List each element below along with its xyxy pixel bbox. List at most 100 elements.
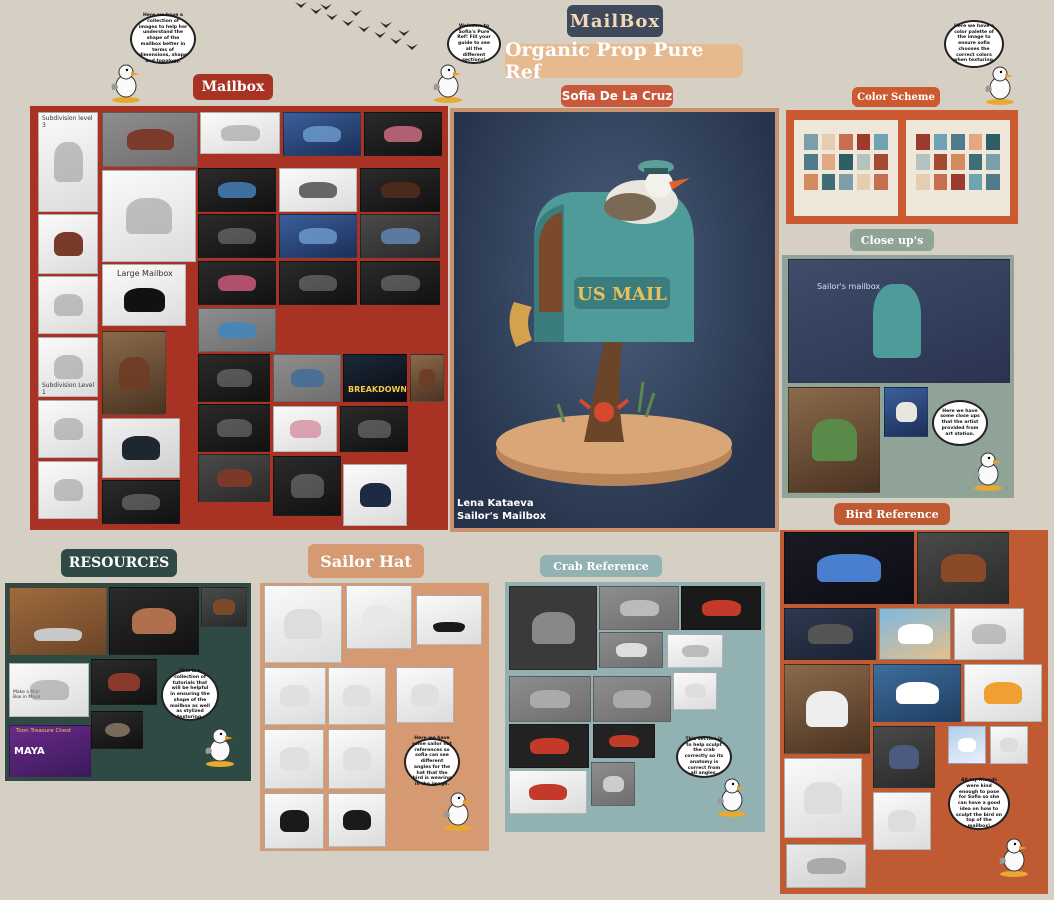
bird-reference-panel — [780, 530, 1048, 894]
thumb-caption: Toon Treasure Chest — [16, 728, 72, 734]
ref-image[interactable] — [9, 587, 107, 655]
ref-image[interactable] — [198, 454, 270, 502]
ref-image[interactable] — [873, 664, 961, 722]
ref-image[interactable] — [198, 168, 276, 212]
ref-image[interactable] — [328, 667, 386, 725]
thumb-caption: Subdivision Level 1 — [42, 382, 95, 396]
section-label-bird-reference: Bird Reference — [834, 503, 950, 525]
crab-reference-panel — [505, 582, 765, 832]
ref-image[interactable] — [599, 586, 679, 630]
ref-image[interactable] — [340, 406, 408, 452]
ref-image[interactable] — [873, 726, 935, 788]
ref-image[interactable] — [346, 585, 412, 649]
ref-image[interactable] — [328, 793, 386, 847]
ref-image[interactable] — [396, 667, 454, 723]
ref-image[interactable] — [91, 711, 143, 749]
ref-image[interactable] — [884, 387, 928, 437]
ref-image[interactable] — [264, 585, 342, 663]
ref-image[interactable] — [673, 672, 717, 710]
ref-image[interactable] — [264, 667, 326, 725]
color-swatch — [804, 174, 818, 190]
ref-image[interactable] — [273, 354, 341, 402]
ref-image[interactable] — [200, 112, 280, 154]
ref-image[interactable] — [273, 456, 341, 516]
ref-image[interactable] — [948, 726, 986, 764]
hero-image[interactable]: US MAIL — [454, 112, 775, 528]
palette-card-left[interactable] — [794, 120, 898, 216]
ref-image[interactable] — [198, 214, 276, 258]
ref-image[interactable] — [509, 586, 597, 670]
ref-image[interactable] — [599, 632, 663, 668]
ref-image[interactable] — [198, 261, 276, 305]
color-swatch — [933, 174, 948, 190]
ref-image[interactable] — [328, 729, 386, 789]
sailor-hat-panel — [260, 583, 489, 851]
ref-image[interactable] — [102, 170, 196, 262]
ref-image[interactable] — [784, 608, 876, 660]
speech-bubble-welcome: Welcome to Sofia's Pure Ref! Fill your g… — [447, 24, 501, 64]
ref-image[interactable] — [879, 608, 951, 660]
ref-image[interactable] — [681, 586, 761, 630]
ref-image[interactable] — [786, 844, 866, 888]
ref-image[interactable] — [201, 587, 247, 627]
ref-image[interactable] — [509, 676, 591, 722]
ref-image[interactable] — [360, 168, 440, 212]
ref-image[interactable] — [784, 758, 862, 838]
ref-image[interactable] — [38, 214, 98, 274]
ref-image[interactable] — [509, 770, 587, 814]
ref-image[interactable] — [360, 214, 440, 258]
ref-image[interactable]: Subdivision level 3 — [38, 112, 98, 212]
ref-image[interactable]: Subdivision Level 1 — [38, 337, 98, 397]
ref-image[interactable] — [109, 587, 199, 655]
hero-caption: Lena Kataeva Sailor's Mailbox — [457, 497, 546, 523]
ref-image[interactable] — [264, 793, 324, 849]
ref-image[interactable] — [954, 608, 1024, 660]
ref-image[interactable] — [273, 406, 337, 452]
ref-image[interactable] — [364, 112, 442, 156]
ref-image[interactable] — [198, 404, 270, 452]
ref-image[interactable] — [279, 261, 357, 305]
color-swatch — [933, 154, 948, 170]
ref-image[interactable] — [343, 464, 407, 526]
ref-image[interactable] — [593, 724, 655, 758]
ref-image[interactable] — [509, 724, 589, 768]
ref-image[interactable]: Make a Mail Box in Maya — [9, 663, 89, 717]
ref-image[interactable] — [873, 792, 931, 850]
ref-image[interactable] — [283, 112, 361, 156]
ref-image[interactable] — [279, 168, 357, 212]
ref-image[interactable] — [198, 308, 276, 352]
ref-image[interactable] — [102, 331, 166, 415]
ref-image[interactable] — [279, 214, 357, 258]
ref-image[interactable] — [102, 112, 198, 167]
ref-image[interactable] — [102, 418, 180, 478]
ref-image[interactable] — [360, 261, 440, 305]
ref-image[interactable] — [917, 532, 1009, 604]
flock-of-birds — [295, 2, 418, 50]
speech-bubble-closeups: Here we have some close ups that the art… — [932, 400, 988, 446]
ref-image[interactable] — [416, 595, 482, 645]
ref-image[interactable] — [91, 659, 157, 705]
ref-image[interactable] — [591, 762, 635, 806]
ref-image[interactable]: BREAKDOWN — [343, 354, 407, 402]
ref-image[interactable] — [264, 729, 324, 789]
ref-image[interactable]: Toon Treasure Chest MAYA — [9, 725, 91, 777]
color-swatch — [874, 134, 888, 150]
ref-image[interactable] — [964, 664, 1042, 722]
ref-image[interactable] — [410, 354, 444, 402]
ref-image[interactable] — [102, 480, 180, 524]
ref-image[interactable] — [38, 276, 98, 334]
speech-bubble-color: Here we have a color palette of the imag… — [944, 20, 1004, 68]
ref-image[interactable] — [784, 532, 914, 604]
palette-card-right[interactable] — [906, 120, 1010, 216]
ref-image[interactable] — [38, 400, 98, 458]
ref-image[interactable] — [198, 354, 270, 402]
ref-image[interactable] — [990, 726, 1028, 764]
ref-image[interactable]: Sailor's mailbox — [788, 259, 1010, 383]
ref-image[interactable] — [38, 461, 98, 519]
ref-image[interactable] — [667, 634, 723, 668]
ref-image[interactable] — [593, 676, 671, 722]
ref-image[interactable] — [784, 664, 870, 754]
color-swatch — [856, 154, 871, 170]
ref-image[interactable]: Large Mailbox — [102, 264, 186, 326]
ref-image[interactable] — [788, 387, 880, 493]
